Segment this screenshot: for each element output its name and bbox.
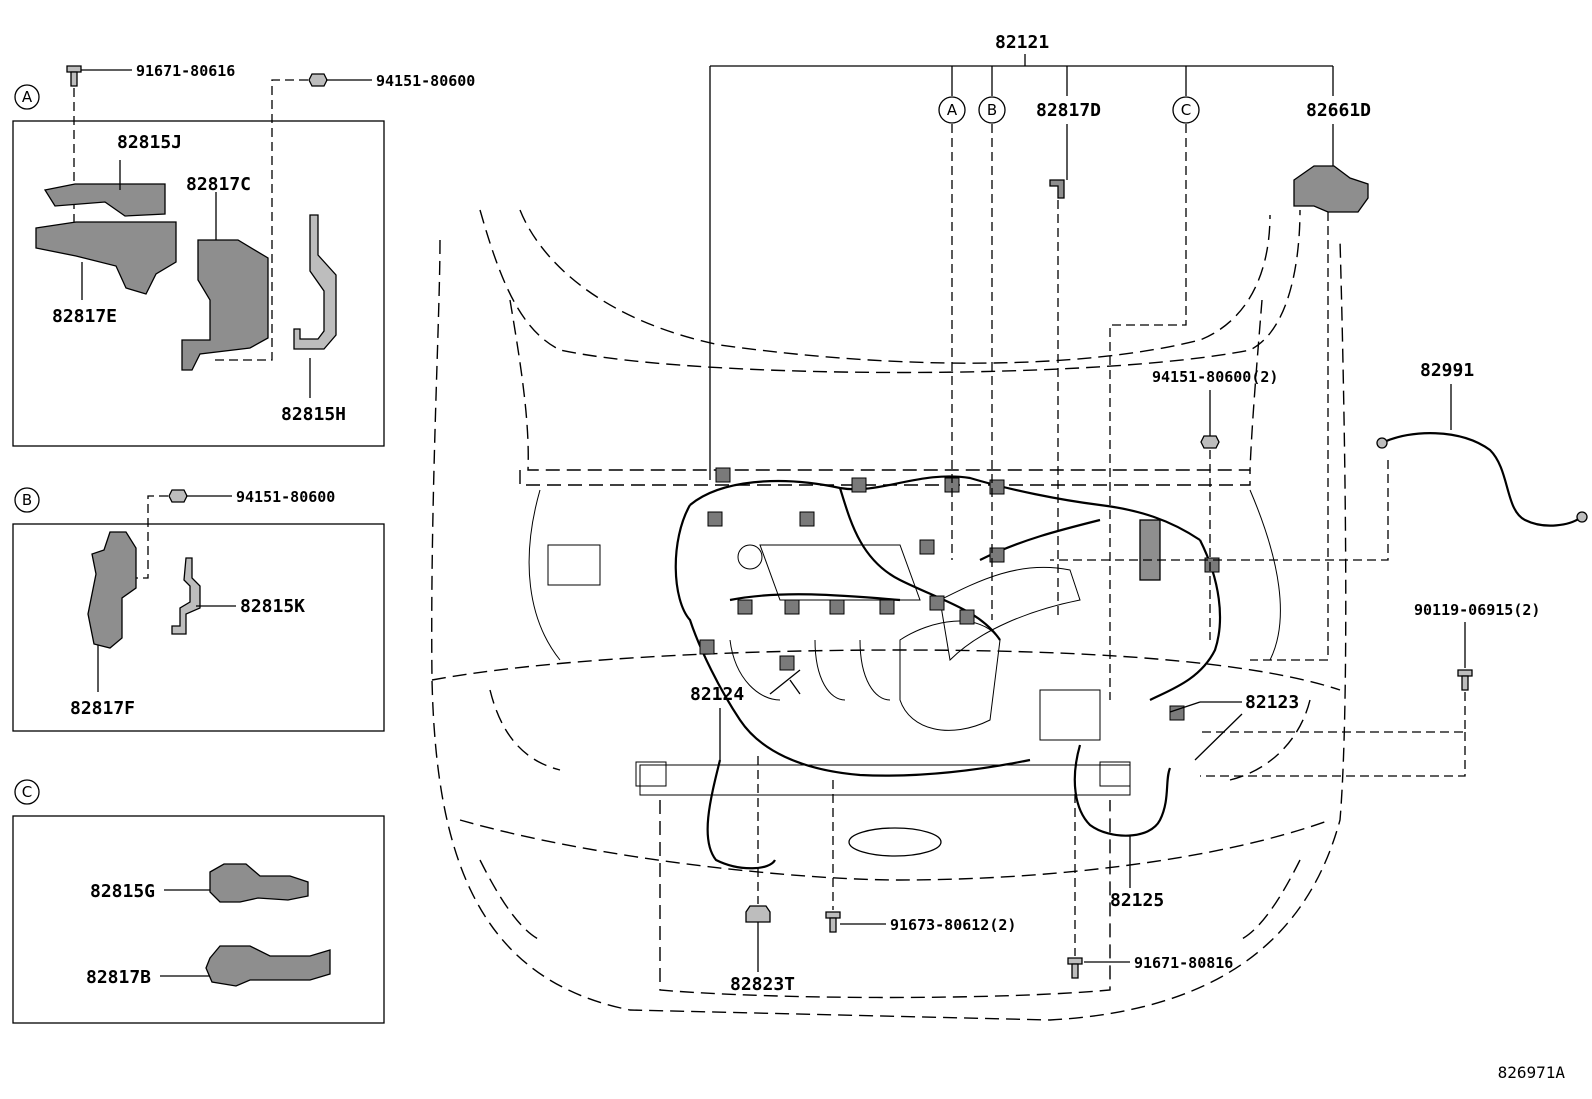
part-94151-80600-a: 94151-80600 — [376, 72, 475, 90]
main-callout-b — [978, 96, 1006, 124]
bracket-82817f-shape — [87, 531, 137, 649]
detail-a-frame — [12, 120, 385, 447]
fuse-box — [547, 544, 601, 586]
callout-c-circle — [14, 779, 40, 805]
detail-b: B 94151-80600 82817F 82815K — [12, 487, 385, 732]
detail-b-frame — [12, 523, 385, 732]
part-82123: 82123 — [1245, 692, 1299, 713]
bolt-icon — [825, 911, 841, 933]
bracket-82815h-shape — [293, 214, 337, 350]
clip-icon — [1200, 435, 1220, 449]
main-callout-c-label: C — [1181, 101, 1191, 119]
part-91673-80612-2: 91673-80612(2) — [890, 916, 1016, 934]
bolt-icon — [66, 65, 82, 87]
part-82817f: 82817F — [70, 698, 135, 719]
detail-c-frame — [12, 815, 385, 1024]
main-callout-b-label: B — [987, 101, 997, 119]
bracket-82817b-shape — [205, 945, 331, 987]
diagram-id: 826971A — [1498, 1063, 1566, 1082]
part-82661d: 82661D — [1306, 100, 1371, 121]
part-82817c: 82817C — [186, 174, 251, 195]
part-82815h: 82815H — [281, 404, 346, 425]
detail-c: C 82815G 82817B — [12, 779, 385, 1024]
bolt-icon — [1457, 669, 1473, 691]
part-82991: 82991 — [1420, 360, 1474, 381]
engine-cover — [759, 544, 921, 601]
main-callout-a — [938, 96, 966, 124]
callout-b-circle — [14, 487, 40, 513]
callout-a-label: A — [22, 88, 33, 106]
cover-82661d-shape — [1293, 165, 1369, 213]
bracket-82823t-shape — [745, 905, 771, 923]
part-82817b: 82817B — [86, 967, 151, 988]
bracket-82817d-shape — [1049, 179, 1065, 199]
part-82815g: 82815G — [90, 881, 155, 902]
part-91671-80616: 91671-80616 — [136, 62, 235, 80]
callout-a-circle — [14, 84, 40, 110]
emblem-icon — [848, 827, 942, 857]
part-91671-80816: 91671-80816 — [1134, 954, 1233, 972]
clip-icon — [308, 73, 328, 87]
part-82815j: 82815J — [117, 132, 182, 153]
bolt-icon — [1067, 957, 1083, 979]
part-82121: 82121 — [995, 32, 1049, 53]
bracket-82817c-shape — [181, 239, 269, 371]
engine-wire-harness — [674, 467, 1222, 777]
vehicle-body-outline — [431, 209, 1347, 1021]
callout-b-label: B — [22, 491, 32, 509]
ground-wire-82991-shape — [1383, 432, 1581, 527]
part-82823t: 82823T — [730, 974, 795, 995]
callout-c-label: C — [22, 783, 32, 801]
part-82817e: 82817E — [52, 306, 117, 327]
harness-82125-wire — [1073, 744, 1172, 837]
bracket-82815j-shape — [43, 183, 166, 217]
bracket-82815k-shape — [171, 557, 201, 635]
main-callout-c — [1172, 96, 1200, 124]
detail-a: A 91671-80616 94151-80600 82815J 82817E … — [12, 62, 475, 447]
air-intake-duct — [939, 566, 1081, 662]
part-82815k: 82815K — [240, 596, 305, 617]
part-82817d: 82817D — [1036, 100, 1101, 121]
bracket-82817e-shape — [35, 221, 177, 295]
part-82125: 82125 — [1110, 890, 1164, 911]
bracket-82815g-shape — [209, 863, 309, 903]
harness-82124-wire — [706, 759, 776, 870]
part-94151-80600-2: 94151-80600(2) — [1152, 368, 1278, 386]
part-90119-06915-2: 90119-06915(2) — [1414, 601, 1540, 619]
battery — [1039, 689, 1101, 741]
main-callout-a-label: A — [947, 101, 958, 119]
engine-bay — [547, 519, 1161, 741]
part-94151-80600-b: 94151-80600 — [236, 488, 335, 506]
part-82124: 82124 — [690, 684, 744, 705]
clip-icon — [168, 489, 188, 503]
